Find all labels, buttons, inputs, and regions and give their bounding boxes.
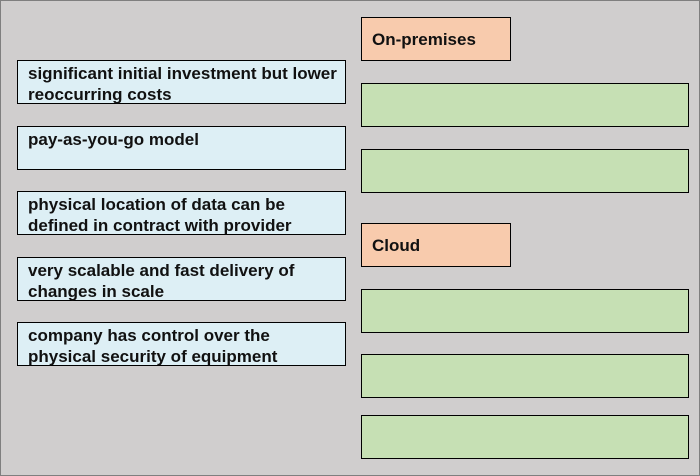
- cloud-drop-slot-1[interactable]: [361, 289, 689, 333]
- answer-option-label: very scalable and fast delivery of chang…: [28, 261, 295, 301]
- answer-option-label: significant initial investment but lower…: [28, 64, 337, 104]
- answer-option-2[interactable]: pay-as-you-go model: [17, 126, 346, 170]
- on-premises-drop-slot-2[interactable]: [361, 149, 689, 193]
- on-premises-drop-slot-1[interactable]: [361, 83, 689, 127]
- category-label: On-premises: [372, 30, 476, 49]
- answer-option-label: physical location of data can be defined…: [28, 195, 292, 235]
- cloud-drop-slot-3[interactable]: [361, 415, 689, 459]
- answer-option-5[interactable]: company has control over the physical se…: [17, 322, 346, 366]
- answer-option-3[interactable]: physical location of data can be defined…: [17, 191, 346, 235]
- answer-option-label: company has control over the physical se…: [28, 326, 278, 366]
- category-header-cloud: Cloud: [361, 223, 511, 267]
- answer-option-1[interactable]: significant initial investment but lower…: [17, 60, 346, 104]
- answer-option-4[interactable]: very scalable and fast delivery of chang…: [17, 257, 346, 301]
- answer-option-label: pay-as-you-go model: [28, 130, 199, 149]
- cloud-drop-slot-2[interactable]: [361, 354, 689, 398]
- category-header-on-premises: On-premises: [361, 17, 511, 61]
- category-label: Cloud: [372, 236, 421, 255]
